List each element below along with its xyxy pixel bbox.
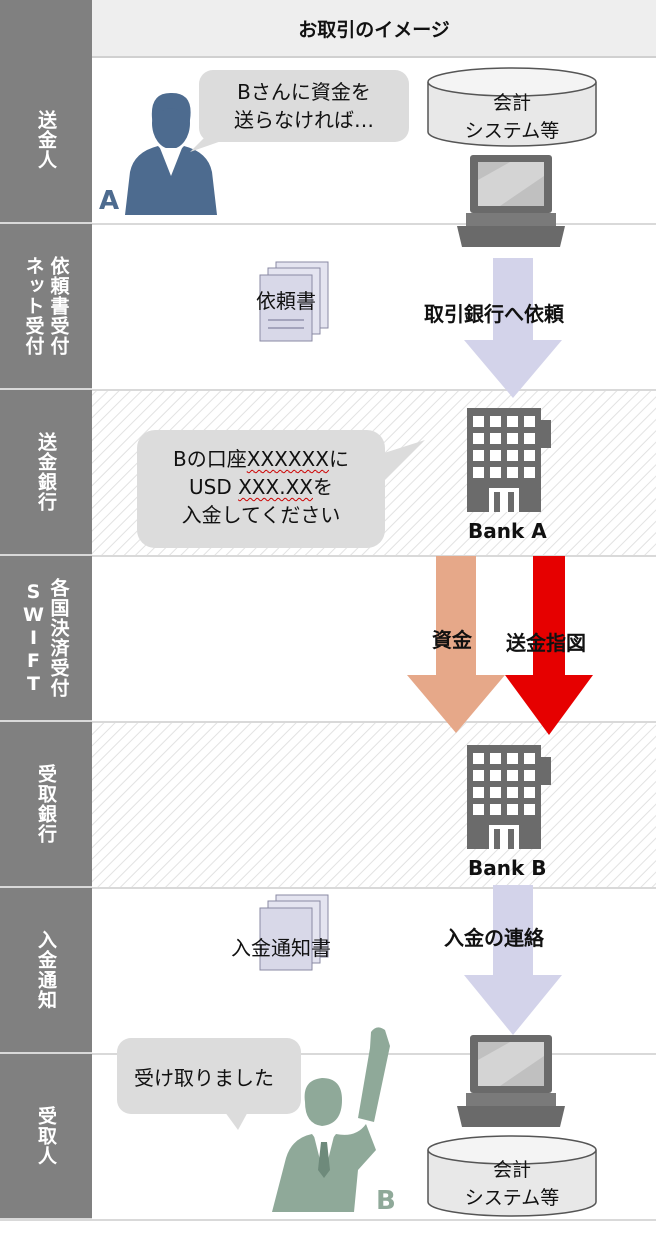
person-a-figure (125, 92, 217, 215)
lane-label-net-intake: ネット受付 依頼書受付 (0, 224, 92, 390)
bubble-b-text: 受け取りました (134, 1066, 274, 1090)
bubble-bank-line: 入金してください (181, 503, 341, 527)
amount: XXX.XX (238, 475, 313, 499)
lane-label-deposit-notice: 入金通知 (0, 888, 92, 1054)
lane-label-text: 入金通知 (35, 930, 57, 1010)
bubble-bank-fragment: USD (189, 475, 239, 499)
laptop-bottom (457, 1035, 565, 1127)
arrow-deposit-label: 入金の連絡 (444, 926, 544, 950)
lane-label-sender: 送金人 (0, 58, 92, 224)
person-a-collar (160, 148, 182, 176)
lane-label-text: 依頼書受付 (47, 256, 70, 356)
lane-label-text: ネット受付 (22, 256, 45, 356)
bubble-a-line: Bさんに資金を (237, 80, 371, 104)
bubble-bank-shape (137, 430, 425, 548)
lane-label-text: 受取銀行 (35, 764, 57, 844)
person-b-tie (318, 1142, 330, 1178)
bubble-bank-fragment: に (328, 447, 349, 471)
diagram-header: お取引のイメージ (92, 0, 656, 58)
building-b (467, 745, 551, 849)
lane-receiving-bank-bg (92, 722, 656, 888)
bubble-bank-text: Bの口座XXXXXXに USD XXX.XXを 入金してください (137, 445, 385, 529)
arrow-instruction (505, 556, 593, 735)
bubble-a-text: Bさんに資金を 送らなければ… (199, 78, 409, 134)
bubble-bank-fragment: Bの口座 (173, 447, 247, 471)
lane-label-recipient: 受取人 (0, 1054, 92, 1220)
cylinder-bottom (427, 1135, 597, 1217)
bubble-b-shape (117, 1038, 301, 1130)
arrow-deposit-contact (464, 885, 562, 1035)
lane-label-text: SWIFT (22, 580, 45, 696)
person-b-letter: B (376, 1186, 396, 1216)
funds-label: 資金 (432, 628, 472, 652)
lane-label-swift: SWIFT 各国決済受付 (0, 556, 92, 722)
account-number: XXXXXX (246, 447, 329, 471)
document-stack-notice (259, 894, 329, 971)
arrow-request (464, 258, 562, 398)
system-label-line: システム等 (464, 1187, 560, 1209)
lane-label-text: 送金銀行 (35, 432, 57, 512)
cylinder-top (427, 67, 597, 147)
bubble-bank-line: Bの口座XXXXXXに (137, 445, 385, 473)
building-a (467, 408, 551, 512)
bubble-a-line: 送らなければ… (234, 108, 374, 132)
bank-a-label: Bank A (468, 519, 547, 543)
request-form-label: 依頼書 (256, 289, 316, 313)
bubble-bank-line: USD XXX.XXを (137, 473, 385, 501)
instruction-label: 送金指図 (506, 631, 586, 655)
header-corner (0, 0, 92, 58)
lane-label-receiving-bank: 受取銀行 (0, 722, 92, 888)
document-stack-request (259, 261, 329, 342)
person-a-letter: A (99, 186, 120, 216)
diagram-title: お取引のイメージ (298, 18, 450, 41)
system-label-bottom: 会計 システム等 (437, 1156, 587, 1212)
laptop-top (457, 155, 565, 247)
system-label-line: システム等 (464, 120, 560, 142)
bubble-a-shape (190, 70, 409, 152)
notice-form-label: 入金通知書 (231, 936, 331, 960)
system-label-top: 会計 システム等 (437, 89, 587, 145)
bubble-bank-fragment: を (312, 475, 333, 499)
arrow-request-label: 取引銀行へ依頼 (424, 302, 564, 326)
bank-b-label: Bank B (468, 856, 547, 880)
system-label-line: 会計 (492, 92, 531, 114)
arrow-funds (407, 556, 505, 733)
lane-label-text: 各国決済受付 (47, 578, 70, 698)
lane-label-remitting-bank: 送金銀行 (0, 390, 92, 556)
lane-label-text: 受取人 (35, 1106, 57, 1166)
system-label-line: 会計 (492, 1159, 531, 1181)
lane-label-text: 送金人 (35, 110, 57, 170)
